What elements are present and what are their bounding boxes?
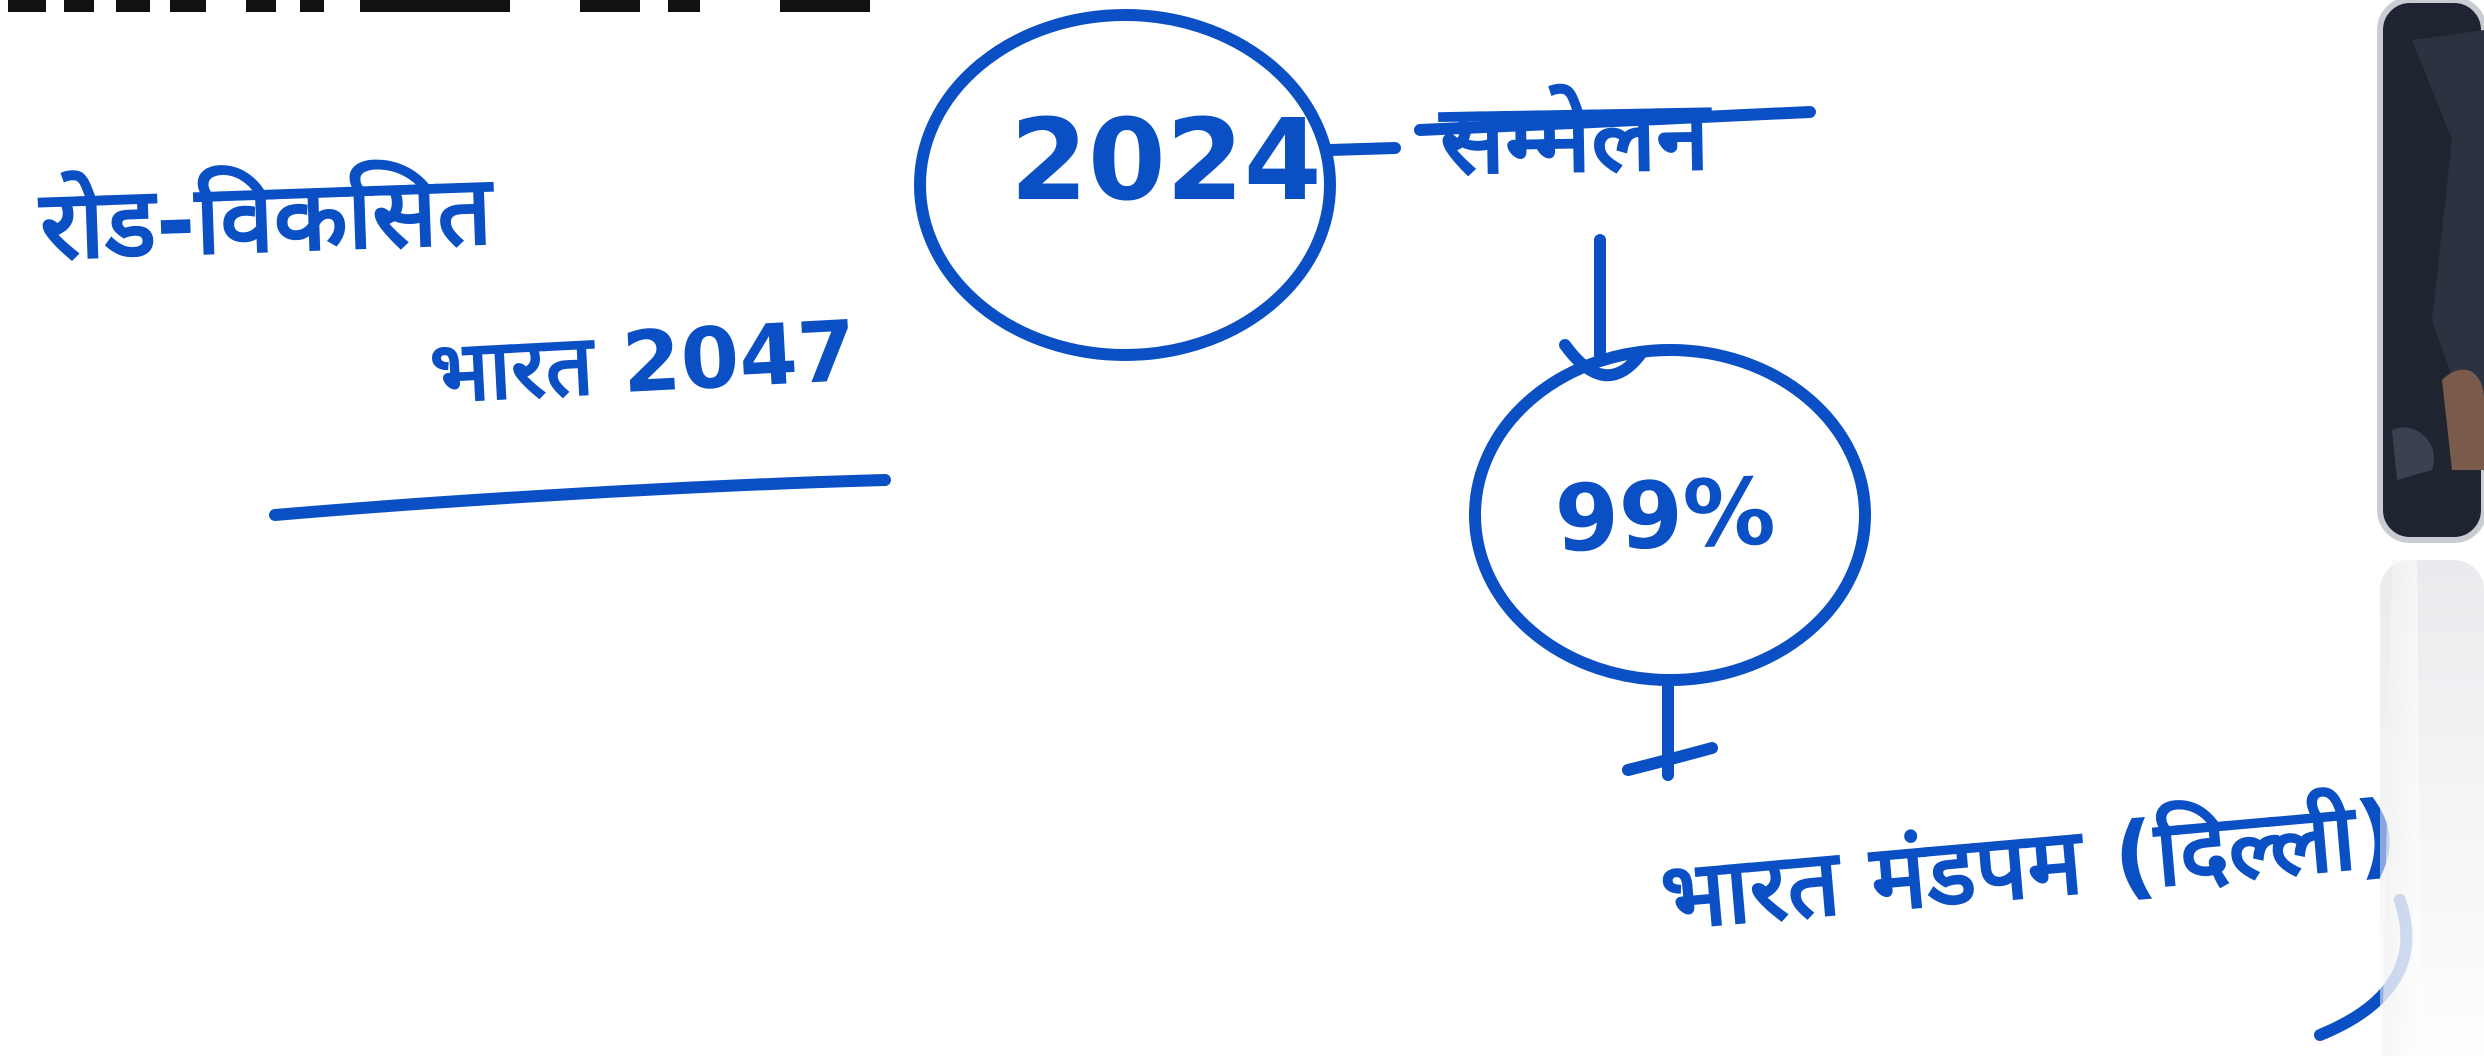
sammelan-label: सम्मेलन — [1439, 79, 1711, 197]
percent-label: 99% — [1553, 458, 1778, 573]
year-circle — [914, 9, 1336, 361]
arrow-head-2 — [1622, 742, 1718, 776]
sammelan-line — [1414, 106, 1816, 136]
cropped-heading-fragment — [0, 0, 900, 14]
presenter-photo — [2377, 0, 2484, 1056]
arrow-head-1 — [1559, 339, 1646, 382]
roadmap-label: रोड-विकसित — [38, 154, 494, 282]
presenter-thumbnail — [2372, 0, 2484, 1056]
year-label: 2024 — [1010, 96, 1322, 226]
underline-stroke — [269, 474, 891, 521]
year-connector — [1324, 142, 1401, 156]
bharat-2047-label: भारत 2047 — [427, 301, 859, 423]
